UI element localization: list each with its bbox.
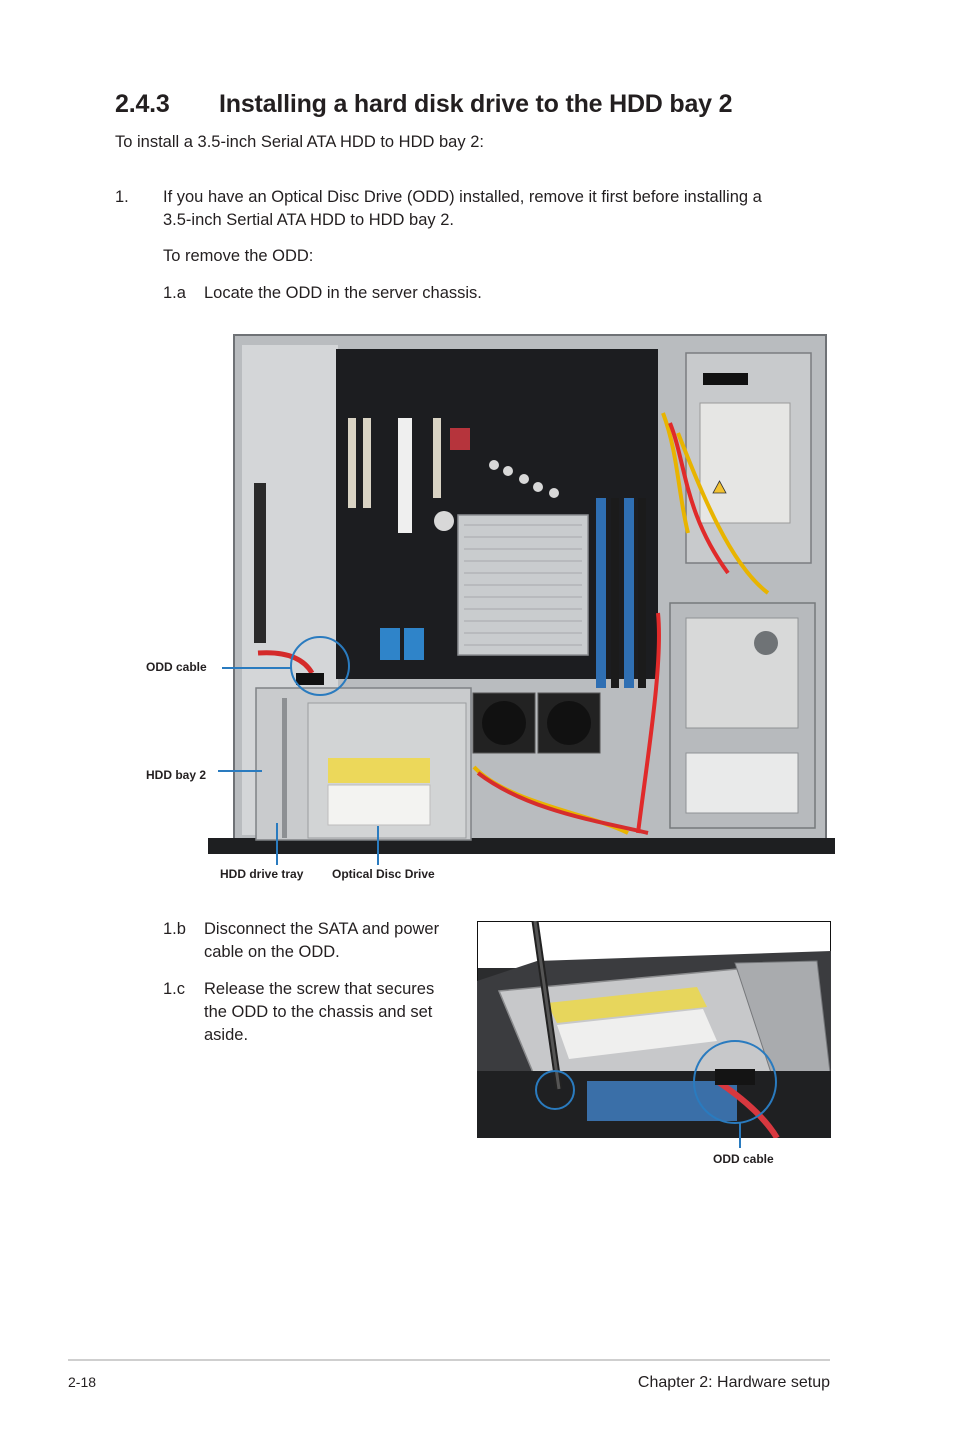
callout-hdd-bay-2: HDD bay 2 (146, 768, 207, 782)
substep-c-line3: aside. (204, 1026, 249, 1044)
odd-cable-leader-line (222, 667, 292, 669)
substep-c-number: 1.c (163, 980, 186, 998)
page-number: 2-18 (68, 1374, 97, 1390)
hdd-drive-tray-leader-line (276, 823, 278, 865)
step-text-line2: 3.5-inch Sertial ATA HDD to HDD bay 2. (163, 211, 454, 229)
intro-text: To install a 3.5-inch Serial ATA HDD to … (115, 133, 484, 151)
step-text-line1: If you have an Optical Disc Drive (ODD) … (163, 188, 762, 206)
step-number: 1. (115, 188, 129, 206)
hdd-bay-2-leader-line (218, 770, 262, 772)
callout-odd-cable: ODD cable (146, 660, 207, 674)
substep-b-number: 1.b (163, 920, 186, 938)
substep-b-line2: cable on the ODD. (204, 943, 340, 961)
odd-cable-closeup-leader-line (739, 1122, 741, 1148)
substep-c-line2: the ODD to the chassis and set (204, 1003, 433, 1021)
chapter-label: Chapter 2: Hardware setup (637, 1374, 830, 1391)
substep-b-line1: Disconnect the SATA and power (204, 920, 440, 938)
substep-a-text: Locate the ODD in the server chassis. (204, 284, 482, 302)
substep-a-number: 1.a (163, 284, 186, 302)
odd-cable-closeup-highlight-circle (693, 1040, 777, 1124)
section-title: Installing a hard disk drive to the HDD … (219, 90, 733, 118)
section-heading: 2.4.3 Installing a hard disk drive to the… (115, 90, 733, 119)
optical-disc-drive-leader-line (377, 826, 379, 865)
section-number: 2.4.3 (115, 90, 170, 118)
remove-odd-intro: To remove the ODD: (163, 247, 314, 265)
screw-highlight-circle (535, 1070, 575, 1110)
footer-rule (68, 1359, 830, 1361)
substep-c-line1: Release the screw that secures (204, 980, 435, 998)
odd-cable-highlight-circle (290, 636, 350, 696)
server-chassis-figure (208, 333, 835, 856)
callout-odd-cable-closeup: ODD cable (713, 1152, 774, 1166)
callout-optical-disc-drive: Optical Disc Drive (332, 867, 435, 881)
callout-hdd-drive-tray: HDD drive tray (220, 867, 304, 881)
odd-closeup-figure (476, 920, 832, 1140)
